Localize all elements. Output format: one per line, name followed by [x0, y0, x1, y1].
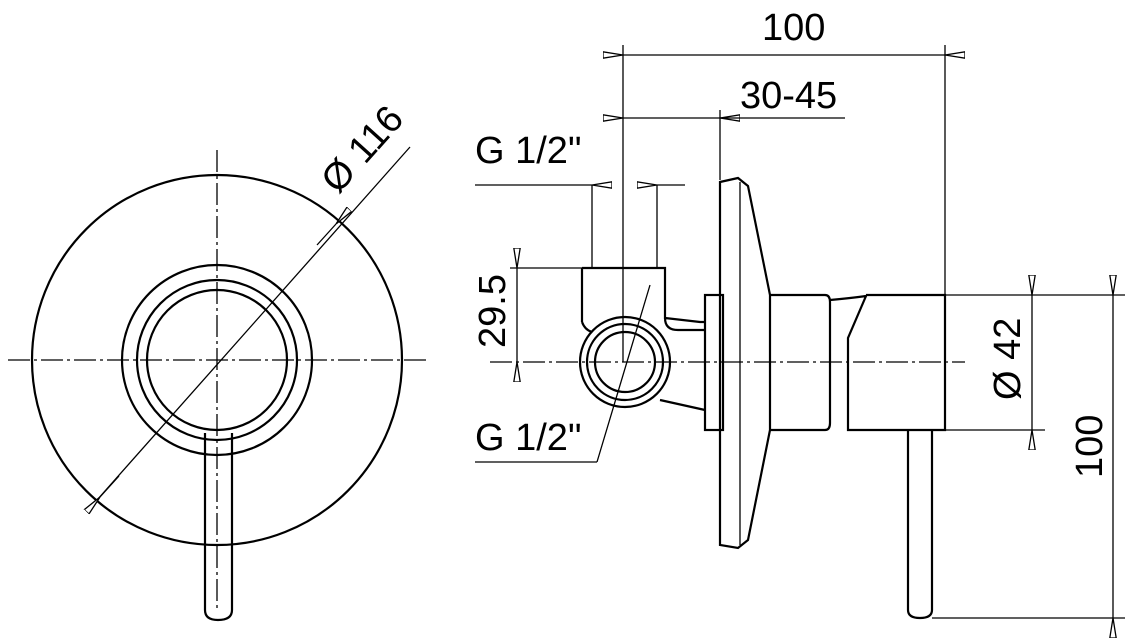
- body-diameter-label: Ø 42: [987, 318, 1029, 400]
- inlet-thread: [585, 322, 665, 402]
- front-view: Ø 116: [8, 98, 430, 622]
- body-ring-middle: [135, 278, 299, 442]
- diameter-dimension-line: [96, 146, 411, 501]
- dimension-arrow: [100, 475, 120, 497]
- diameter-label: Ø 116: [313, 98, 412, 201]
- outlet-fitting: [580, 266, 705, 332]
- side-lever-handle: [906, 430, 934, 620]
- side-view: 100 30-45 G 1/2" 29.5 G 1/2" Ø 42 100: [472, 7, 1125, 618]
- valve-body-sleeve: [770, 293, 832, 432]
- valve-body-back: [703, 293, 725, 432]
- lever-handle: [203, 433, 234, 622]
- cover-plate-profile: [718, 176, 772, 550]
- overall-depth-label: 100: [762, 7, 825, 49]
- inlet-leader-line: [596, 284, 651, 463]
- handle-body: [829, 293, 947, 432]
- body-ring-inner: [145, 288, 289, 432]
- fitting-transition: [580, 321, 706, 412]
- inlet-bore: [593, 330, 657, 394]
- inlet-outer: [578, 315, 672, 409]
- wall-depth-label: 30-45: [740, 75, 837, 117]
- inlet-offset-label: 29.5: [472, 274, 514, 348]
- overall-height-label: 100: [1069, 415, 1111, 478]
- body-ring-outer: [120, 263, 314, 457]
- outlet-thread-label: G 1/2": [475, 130, 581, 172]
- inlet-thread-label: G 1/2": [475, 417, 581, 459]
- cover-plate-outline: [30, 173, 404, 547]
- dimension-arrow: [316, 224, 336, 246]
